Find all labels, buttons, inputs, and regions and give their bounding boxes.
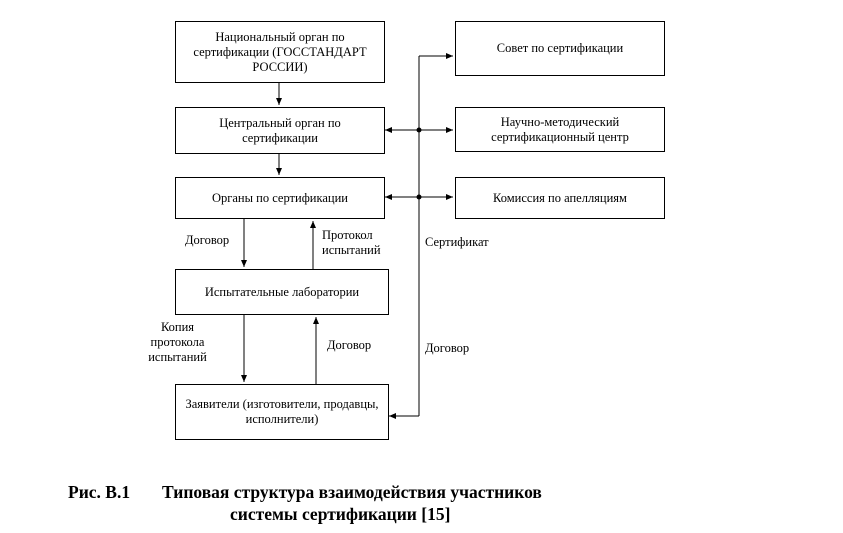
applicants-box: Заявители (изготовители, продавцы, испол… [175, 384, 389, 440]
label-contract-applicants-labs: Договор [327, 338, 372, 352]
junction-dot-central [416, 127, 422, 133]
junction-dot-organs [416, 194, 422, 200]
label-copy-of-protocol: Копия протокола испытаний [148, 320, 207, 364]
figure-number: Рис. В.1 [68, 482, 131, 502]
label-test-protocol: Протокол испытаний [322, 228, 381, 257]
figure-caption: Рис. В.1 Типовая структура взаимодействия… [68, 481, 768, 525]
central-certification-body-box: Центральный орган по сертификации [175, 107, 385, 154]
caption-line-1: Типовая структура взаимодействия участни… [162, 482, 542, 502]
appeals-commission-box: Комиссия по апелляциям [455, 177, 665, 219]
national-certification-body-box: Национальный орган по сертификации (ГОСС… [175, 21, 385, 83]
label-certificate: Сертификат [425, 235, 489, 249]
label-contract-organs-labs: Договор [185, 233, 230, 247]
certification-council-box: Совет по сертификации [455, 21, 665, 76]
caption-line-2: системы сертификации [15] [230, 504, 451, 524]
testing-laboratories-box: Испытательные лаборатории [175, 269, 389, 315]
certification-bodies-box: Органы по сертификации [175, 177, 385, 219]
label-contract-bus: Договор [425, 341, 470, 355]
research-methodical-center-box: Научно-методический сертификационный цен… [455, 107, 665, 152]
